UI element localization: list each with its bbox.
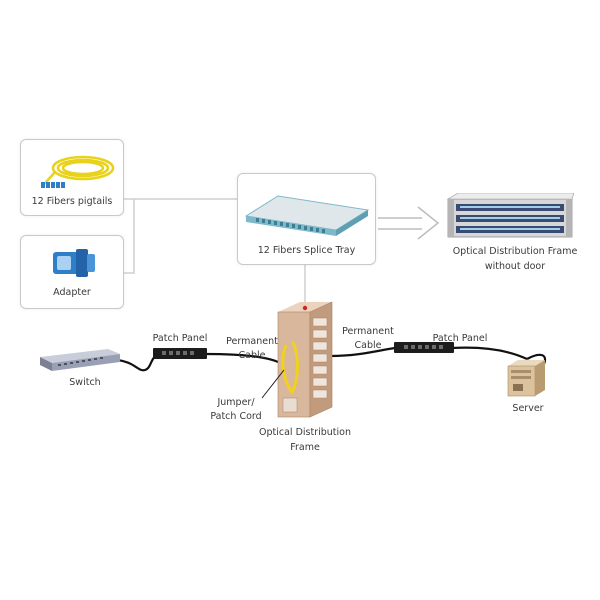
splice-tray-icon [244,195,370,236]
switch-label: Switch [69,377,101,388]
adapter-to-tray-line [123,199,135,274]
splice-tray-card: 12 Fibers Splice Tray [237,173,376,265]
pigtails-label: 12 Fibers pigtails [31,196,113,207]
odf-no-door-label-line1: Optical Distribution Frame [452,246,578,257]
panel-to-server-cable [451,346,528,360]
odf-cabinet [277,301,333,418]
permanent-cable-left-label-line2: Cable [238,350,266,361]
frame-to-panel-cable [329,346,396,358]
adapter-label: Adapter [53,287,91,298]
permanent-cable-right-label-line1: Permanent [342,326,394,337]
server-label: Server [512,403,544,414]
adapter-icon [53,249,95,277]
odf-rack-icon [446,193,574,238]
permanent-cable-right-label-line2: Cable [354,340,382,351]
adapter-card: Adapter [20,235,124,309]
panel-to-frame-cable [204,352,279,364]
odf-label-line2: Frame [290,442,320,453]
double-arrow [378,206,440,240]
cables [116,346,547,372]
splice-tray-label: 12 Fibers Splice Tray [257,245,356,256]
connector-lines [123,198,306,306]
permanent-cable-left-label-line1: Permanent [226,336,278,347]
patch-panel-left [153,348,207,359]
fiber-pigtails-icon [41,155,115,188]
patch-panel-right [394,342,454,353]
server-device [507,360,545,397]
patch-panel-right-label: Patch Panel [432,333,488,344]
odf-label-line1: Optical Distribution [259,427,351,438]
jumper-label-line1: Jumper/ [217,397,255,408]
odf-no-door-label-line2: without door [484,261,546,272]
jumper-label-line2: Patch Cord [210,411,262,422]
pigtails-card: 12 Fibers pigtails [20,139,124,216]
patch-panel-left-label: Patch Panel [152,333,208,344]
switch-device [40,349,120,371]
